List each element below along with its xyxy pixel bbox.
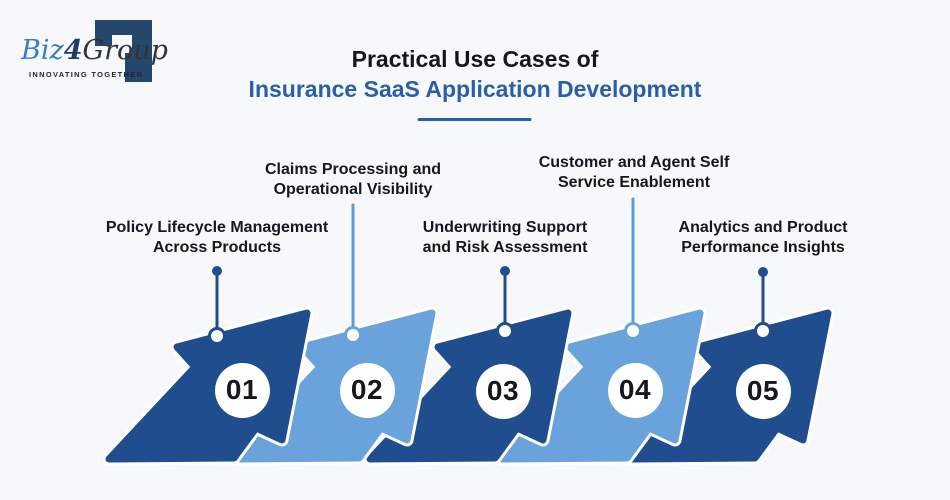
step-number-badge-4: 04 <box>607 362 663 418</box>
step-label-4: Customer and Agent Self Service Enableme… <box>539 153 730 192</box>
step-label-3: Underwriting Support and Risk Assessment <box>423 218 588 257</box>
step-number-badge-1: 01 <box>214 362 270 418</box>
connector-1-ring <box>208 327 226 345</box>
step-connector-2 <box>344 203 362 344</box>
step-label-3-line1: Underwriting Support <box>422 219 588 236</box>
step-label-1: Policy Lifecycle Management Across Produ… <box>106 218 328 257</box>
step-label-2: Claims Processing and Operational Visibi… <box>265 160 441 199</box>
step-arrow-1 <box>102 306 314 466</box>
step-label-2-line1: Claims Processing and <box>264 161 442 178</box>
logo-tagline: INNOVATING TOGETHER <box>29 70 144 79</box>
step-label-5-line2: Performance Insights <box>681 238 845 256</box>
arrow-1-shape <box>105 309 311 463</box>
step-arrow-3 <box>363 306 575 466</box>
step-label-5: Analytics and Product Performance Insigh… <box>679 218 848 257</box>
step-label-4-line1: Customer and Agent Self <box>538 154 730 171</box>
step-connector-1 <box>208 266 226 345</box>
step-label-3-line2: and Risk Assessment <box>422 238 588 256</box>
page-title: Practical Use Cases of Insurance SaaS Ap… <box>248 44 702 121</box>
arrow-3-shape <box>366 309 572 463</box>
connector-4-ring <box>624 322 642 340</box>
logo-wordmark-biz: Biz <box>21 35 64 66</box>
connector-5-ring <box>754 322 772 340</box>
logo-wordmark: Biz4Group <box>21 36 168 66</box>
step-label-1-line2: Across Products <box>152 238 282 256</box>
connector-3-ring <box>496 322 514 340</box>
logo-bracket-notch <box>112 35 132 53</box>
step-number-badge-3: 03 <box>475 363 531 419</box>
step-label-2-line2: Operational Visibility <box>273 180 433 198</box>
step-connector-3 <box>496 266 514 340</box>
page-title-line2: Insurance SaaS Application Development <box>248 76 702 102</box>
connector-2-ring <box>344 326 362 344</box>
logo-bracket-icon <box>95 20 152 82</box>
logo-wordmark-numeral: 4 <box>63 35 83 66</box>
biz4group-logo: Biz4Group INNOVATING TOGETHER <box>15 10 168 92</box>
step-number-badge-5: 05 <box>735 363 791 419</box>
page-title-line1: Practical Use Cases of <box>351 46 599 72</box>
step-label-5-line1: Analytics and Product <box>678 219 848 236</box>
step-connector-5 <box>754 267 772 340</box>
step-number-badge-2: 02 <box>339 362 395 418</box>
title-divider <box>417 118 532 121</box>
step-connector-4 <box>624 197 642 340</box>
logo-wordmark-group: Group <box>82 35 168 66</box>
step-label-4-line2: Service Enablement <box>557 173 711 191</box>
step-label-1-line1: Policy Lifecycle Management <box>105 219 329 236</box>
